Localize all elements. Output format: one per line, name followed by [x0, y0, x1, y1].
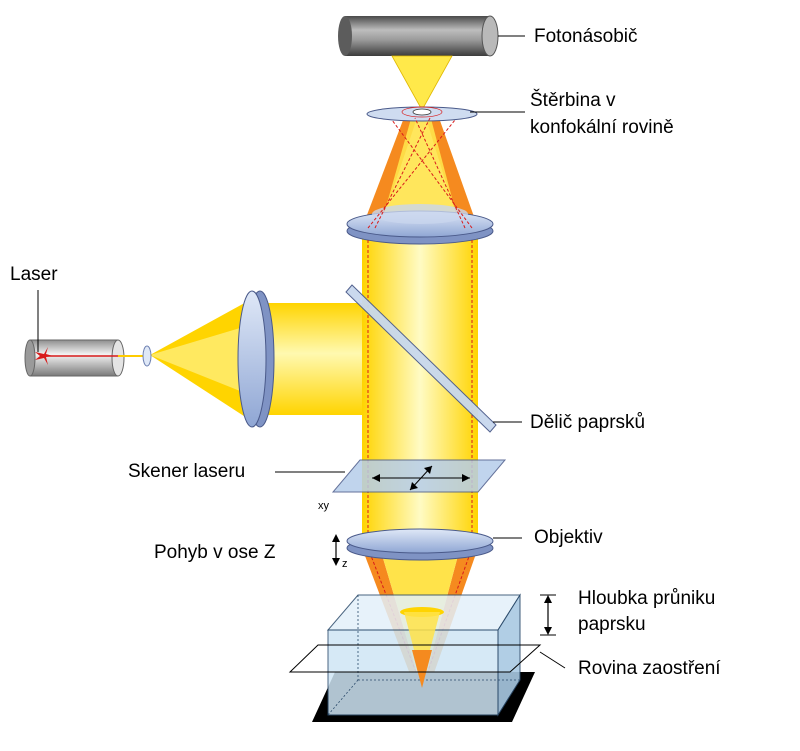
- z-motion-label: Pohyb v ose Z: [154, 542, 276, 563]
- pinhole-lens: [142, 345, 152, 367]
- depth-label-line2: paprsku: [578, 614, 646, 635]
- beam-splitter: [345, 284, 522, 433]
- photomultiplier-label: Fotonásobič: [534, 26, 638, 47]
- confocal-slit-plate: [366, 106, 525, 122]
- detector-beam-cone: [391, 55, 453, 111]
- focal-plane-label: Rovina zaostření: [578, 658, 721, 679]
- z-axis-label: z: [342, 558, 348, 570]
- sample-beam: [400, 607, 444, 688]
- laser-label: Laser: [10, 264, 58, 285]
- main-vertical-beam: [362, 228, 478, 543]
- objective-lens: [346, 528, 522, 561]
- photomultiplier-tube: [338, 15, 525, 57]
- focal-plane: [288, 644, 566, 673]
- depth-label-line1: Hloubka průniku: [578, 588, 716, 609]
- scanner-axis-label: xy: [318, 500, 329, 512]
- beam-splitter-label: Dělič paprsků: [530, 412, 646, 433]
- z-motion-arrow: [332, 534, 340, 566]
- laser-beam-horizontal: [150, 300, 370, 420]
- collimating-lens: [237, 290, 275, 428]
- laser-device: [24, 290, 148, 377]
- objective-label: Objektiv: [534, 527, 603, 548]
- upper-lens: [346, 204, 494, 245]
- slit-label-line1: Štěrbina v: [530, 90, 616, 111]
- orange-beam-right: [425, 115, 478, 228]
- slit-label-line2: konfokální rovině: [530, 117, 674, 138]
- penetration-depth-arrow: [540, 594, 556, 636]
- scanner-label: Skener laseru: [128, 461, 246, 482]
- inner-converging-beam: [380, 115, 460, 228]
- laser-scanner-plane: [275, 459, 507, 493]
